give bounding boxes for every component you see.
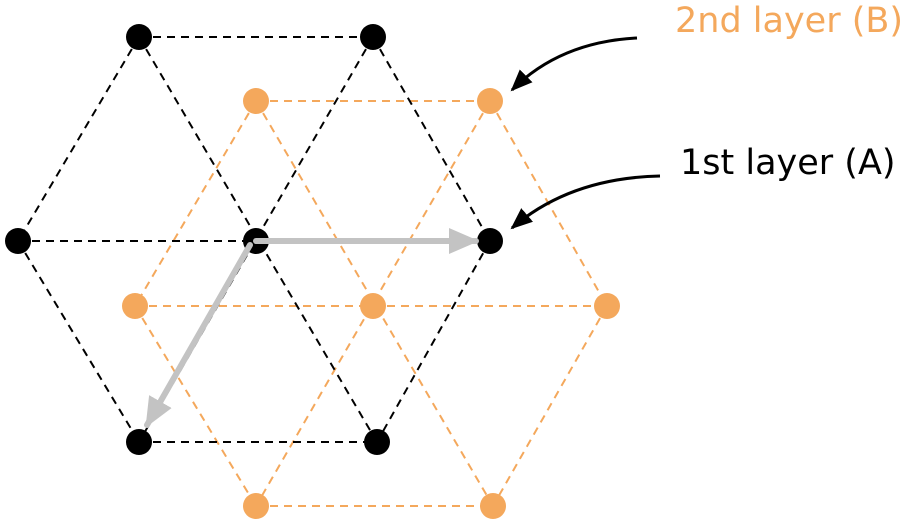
layer-a-atom: [360, 24, 386, 50]
layer-a-atoms: [5, 24, 503, 455]
layer-b-atom: [360, 293, 386, 319]
pointer-arrow-layer-a: [510, 174, 661, 230]
layer-a-atom: [364, 429, 390, 455]
layer-b-atom: [243, 88, 269, 114]
lattice-vector-a2: [144, 242, 253, 428]
layer-a-atom: [126, 24, 152, 50]
layer-b-atom: [594, 293, 620, 319]
label-layer-b: 2nd layer (B): [675, 1, 903, 41]
layer-b-atom: [122, 293, 148, 319]
layer-a-atom: [477, 228, 503, 254]
layer-b-atoms: [122, 88, 620, 519]
layer-b-atom: [480, 493, 506, 519]
layer-b-atom: [243, 493, 269, 519]
layer-b-atom: [477, 88, 503, 114]
layer-a-atom: [126, 429, 152, 455]
pointer-arrow-layer-b: [510, 36, 638, 92]
label-layer-a: 1st layer (A): [680, 143, 896, 183]
layer-a-atom: [5, 228, 31, 254]
lattice-vectors: [144, 228, 479, 428]
